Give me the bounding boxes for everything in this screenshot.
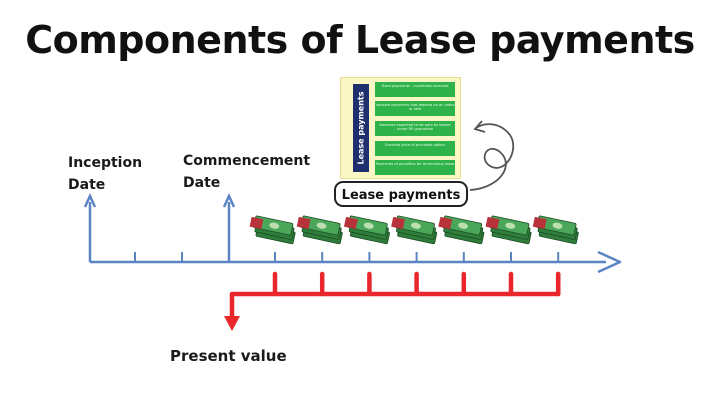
bill-emblem [363, 222, 374, 229]
curved-arrowhead [473, 120, 486, 133]
money-stack-icon [485, 215, 532, 245]
pv-bracket [229, 271, 561, 297]
lease-payments-pill: Lease payments [334, 181, 468, 207]
pv-arrowhead [224, 316, 240, 331]
bill-emblem [316, 222, 327, 229]
money-stack-icon [532, 215, 579, 245]
card-item: Amounts expected to be paid by lessee un… [375, 121, 455, 136]
inception-arrowhead [83, 192, 97, 208]
bill-band [532, 216, 547, 230]
card-item: Exercise price of purchase option [375, 141, 455, 156]
bill-emblem [505, 222, 516, 229]
card-item: Fixed payments - incentives received [375, 82, 455, 97]
inception-date-text: Inception Date [68, 155, 143, 193]
bill-band [391, 216, 405, 230]
bill-band [485, 216, 500, 230]
money-stack-icon [438, 215, 485, 245]
bill-emblem [458, 222, 469, 229]
inception-date-label: Inception Date [68, 152, 142, 196]
money-stack-icon [249, 215, 296, 245]
curved-arrow [469, 123, 515, 191]
bill-band [438, 216, 453, 230]
bill-emblem [410, 222, 421, 229]
commencement-arrowhead [222, 192, 236, 208]
money-stack-icon [391, 215, 438, 245]
timeline-arrowhead [597, 250, 622, 274]
card-item: Variable payments that depend on an inde… [375, 101, 455, 116]
card-item: Payments of penalties for terminating le… [375, 160, 455, 175]
page-title: Components of Lease payments [25, 18, 695, 62]
money-stack-icon [296, 215, 343, 245]
bill-band [343, 216, 358, 230]
bill-emblem [552, 222, 563, 229]
commencement-date-label: Commencement Date [183, 150, 310, 194]
card-side-banner: Lease payments [353, 84, 369, 172]
money-stack-icon [343, 215, 390, 245]
bill-band [249, 216, 264, 230]
commencement-date-text: Commencement Date [183, 153, 311, 191]
lease-payments-card: Lease payments Fixed payments - incentiv… [340, 77, 461, 179]
bill-emblem [269, 222, 280, 229]
bill-band [296, 216, 311, 230]
present-value-label: Present value [170, 347, 287, 365]
